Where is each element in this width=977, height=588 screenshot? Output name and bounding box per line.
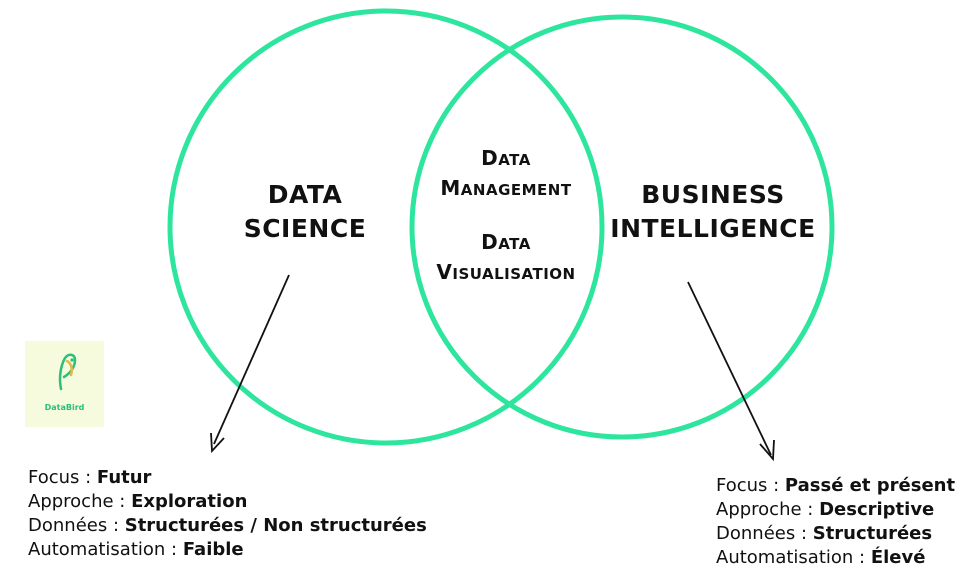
business-intelligence-line2: INTELLIGENCE	[610, 214, 816, 243]
overlap-item1-line1: DATA	[481, 146, 531, 170]
overlap-data-visualisation: DATA VISUALISATION	[420, 228, 592, 288]
info-row: Automatisation : Faible	[28, 539, 244, 560]
left-arrow	[210, 274, 290, 454]
overlap-item2-line1: DATA	[481, 230, 531, 254]
info-row: Données : Structurées	[716, 523, 933, 544]
data-science-info: Focus : Futur Approche : Exploration Don…	[28, 466, 427, 562]
overlap-item1-line2: MANAGEMENT	[440, 176, 572, 200]
right-arrow	[687, 281, 775, 462]
business-intelligence-line1: BUSINESS	[641, 180, 785, 209]
data-science-circle	[167, 8, 605, 446]
info-row: Automatisation : Élevé	[716, 547, 926, 568]
info-row: Données : Structurées / Non structurées	[28, 515, 427, 536]
overlap-item2-line2: VISUALISATION	[436, 260, 576, 284]
databird-logo: DataBird	[25, 341, 104, 427]
overlap-data-management: DATA MANAGEMENT	[420, 144, 592, 204]
info-row: Approche : Descriptive	[716, 499, 935, 520]
business-intelligence-circle	[409, 14, 835, 440]
bird-logo-icon	[58, 353, 77, 391]
business-intelligence-info: Focus : Passé et présent Approche : Desc…	[716, 474, 955, 570]
data-science-title: DATA SCIENCE	[205, 178, 405, 246]
info-row: Approche : Exploration	[28, 491, 248, 512]
logo-text: DataBird	[44, 403, 85, 412]
info-row: Focus : Passé et présent	[716, 475, 956, 496]
data-science-line1: DATA	[267, 180, 343, 209]
info-row: Focus : Futur	[28, 467, 152, 488]
business-intelligence-title: BUSINESS INTELLIGENCE	[603, 178, 823, 246]
data-science-line2: SCIENCE	[243, 214, 367, 243]
